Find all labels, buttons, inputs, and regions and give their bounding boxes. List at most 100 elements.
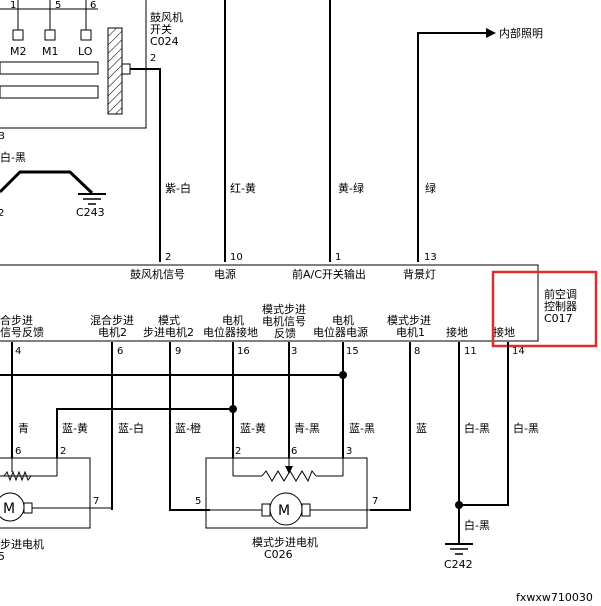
wire-label-red-yellow: 红-黄 — [230, 181, 256, 195]
lower-pin-15: 15 — [346, 346, 359, 357]
left-motor-pin-7: 7 — [93, 496, 99, 507]
lower-label-sig-c: 反馈 — [274, 327, 296, 340]
mode-motor-pin-3: 3 — [346, 446, 352, 457]
top-pin-6: 6 — [90, 0, 96, 11]
lower-pin-9: 9 — [175, 346, 181, 357]
left-fragment-2: 2 — [0, 208, 4, 219]
interior-lighting-label: 内部照明 — [499, 26, 543, 40]
left-motor-box — [0, 457, 91, 529]
mode-motor-symbol: M — [278, 503, 290, 519]
wire-label-white-black-3: 白-黑 — [464, 518, 490, 532]
lower-label-mix-b: 电机2 — [98, 325, 127, 339]
wire-label-blue-white: 蓝-白 — [118, 421, 144, 435]
wire-label-blue-orange: 蓝-橙 — [175, 421, 201, 435]
splice-dot-2 — [229, 405, 237, 413]
lower-pin-16: 16 — [237, 346, 250, 357]
wire-label-blue: 蓝 — [416, 422, 427, 435]
wire-blue-yellow — [56, 408, 233, 458]
wire-blue-orange — [169, 342, 210, 511]
blower-switch: 1 5 6 M2 M1 LO 鼓风机 开关 C024 2 B 白-黑 2 — [0, 0, 183, 262]
wire-label-blue-yellow: 蓝-黄 — [62, 421, 88, 435]
lower-pin-4: 4 — [15, 346, 21, 357]
top-pin-1: 1 — [10, 0, 16, 11]
lower-label-pg-a: 电机 — [222, 313, 244, 327]
blower-switch-name-1: 鼓风机 — [150, 10, 183, 24]
splice-dot-3 — [455, 501, 463, 509]
left-fragment-b: B — [0, 131, 5, 142]
mode-motor-pin-6: 6 — [291, 446, 297, 457]
switch-pos-m1: M1 — [42, 45, 59, 58]
controller-upper-pin-1: 1 — [335, 252, 341, 263]
lower-label-ps-b: 电位器电源 — [313, 325, 368, 339]
controller-label-blower-signal: 鼓风机信号 — [130, 267, 185, 281]
lower-pin-14: 14 — [512, 346, 525, 357]
lower-label-pg-b: 电位器接地 — [203, 325, 258, 339]
left-motor-label: 步进电机 — [0, 537, 44, 551]
wire-label-white-black-2: 白-黑 — [513, 421, 539, 435]
switch-pos-lo: LO — [78, 45, 93, 58]
controller-box — [0, 264, 539, 342]
controller-upper-pin-13: 13 — [424, 252, 437, 263]
controller-label-power: 电源 — [214, 267, 236, 281]
controller-name-1: 前空调 — [544, 287, 577, 301]
lower-label-mode2-a: 模式 — [158, 314, 180, 327]
splice-dot-1 — [339, 371, 347, 379]
ground-c242: C242 — [444, 543, 473, 571]
figure-code: fxwxw710030 — [516, 591, 593, 604]
switch-pos-m2: M2 — [10, 45, 27, 58]
lower-label-fb-a: 合步进 — [0, 313, 33, 327]
controller-upper-pin-2: 2 — [165, 252, 171, 263]
lower-label-mode2-b: 步进电机2 — [143, 325, 194, 339]
left-motor-pin-6: 6 — [15, 446, 21, 457]
left-motor-symbol: M — [3, 501, 15, 517]
wire-white-black-2 — [459, 342, 509, 506]
left-step-motor: 6 2 7 M 步进电机 5 — [0, 446, 112, 563]
lower-label-mode1-a: 模式步进 — [387, 314, 431, 327]
wire-label-purple-white: 紫-白 — [165, 181, 191, 195]
blower-switch-pin: 2 — [150, 53, 156, 64]
lower-label-fb-b: 信号反馈 — [0, 326, 44, 339]
top-pin-5: 5 — [55, 0, 61, 11]
wire-green — [417, 32, 486, 262]
controller-connector: C017 — [544, 312, 573, 325]
wire-label-cyan: 青 — [18, 422, 29, 435]
lower-label-gnd1: 接地 — [446, 326, 468, 339]
lower-label-mode1-b: 电机1 — [396, 325, 425, 339]
lower-pin-3: 3 — [291, 346, 297, 357]
controller-name-2: 控制器 — [544, 299, 577, 313]
blower-switch-box — [0, 0, 147, 129]
mode-motor-name: 模式步进电机 — [252, 535, 318, 549]
wire-label-blue-yellow-2: 蓝-黄 — [240, 421, 266, 435]
front-ac-controller: 2 10 1 13 鼓风机信号 电源 前A/C开关输出 背景灯 前空调 控制器 … — [0, 252, 577, 357]
lower-pin-11: 11 — [464, 346, 477, 357]
controller-label-ac-switch-output: 前A/C开关输出 — [292, 267, 366, 281]
switch-hatch — [107, 27, 123, 115]
blower-switch-name-2: 开关 — [150, 22, 172, 36]
lower-label-ps-a: 电机 — [332, 313, 354, 327]
lower-label-mix-a: 混合步进 — [90, 313, 134, 327]
mode-motor-connector: C026 — [264, 548, 293, 561]
blower-switch-connector: C024 — [150, 35, 179, 48]
left-motor-pin-2: 2 — [60, 446, 66, 457]
lower-pin-8: 8 — [414, 346, 420, 357]
left-fragment-wire: 白-黑 — [0, 150, 26, 164]
wire-label-cyan-black: 青-黑 — [294, 422, 320, 435]
highlight-box — [491, 270, 598, 348]
ground-c243-label: C243 — [76, 206, 105, 219]
ground-c243: C243 — [0, 170, 106, 219]
lower-label-sig-a: 模式步进 — [262, 303, 306, 316]
ground-c242-label: C242 — [444, 558, 473, 571]
left-motor-connector: 5 — [0, 550, 5, 563]
controller-label-backlight: 背景灯 — [403, 267, 436, 281]
lower-pin-6: 6 — [117, 346, 123, 357]
wire-label-yellow-green: 黄-绿 — [338, 181, 364, 195]
wire-blue — [370, 342, 411, 511]
wire-label-white-black-1: 白-黑 — [464, 421, 490, 435]
mode-step-motor: 2 6 3 5 7 M 模式步进电机 C026 — [195, 446, 378, 561]
mode-motor-pin-2: 2 — [235, 446, 241, 457]
lower-label-gnd2: 接地 — [493, 326, 515, 339]
mode-motor-pin-5: 5 — [195, 496, 201, 507]
arrow-icon — [486, 28, 496, 38]
